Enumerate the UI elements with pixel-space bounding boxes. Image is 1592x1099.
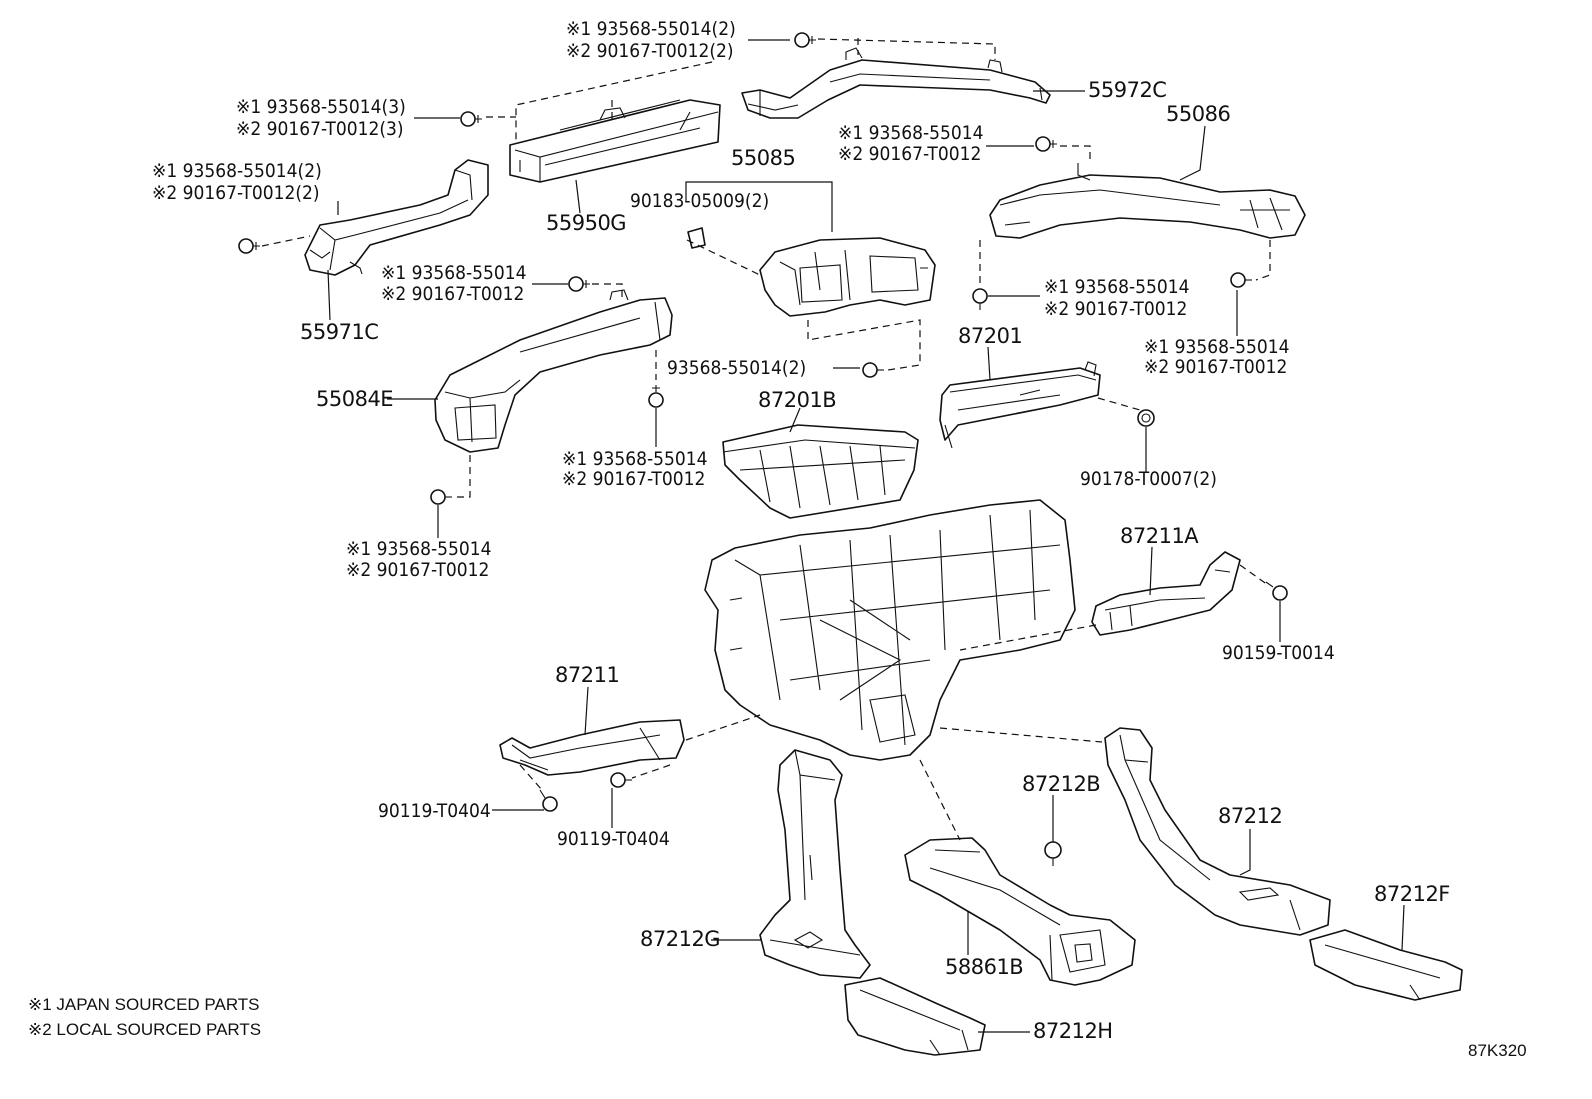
label-87211a: 87211A bbox=[1120, 524, 1199, 548]
diagram-code: 87K320 bbox=[1468, 1041, 1527, 1060]
label-55972c: 55972C bbox=[1088, 78, 1167, 102]
callout-right-japan: ※1 93568-55014 bbox=[1144, 336, 1290, 358]
label-55086: 55086 bbox=[1166, 102, 1231, 126]
callout-left2-japan: ※1 93568-55014(2) bbox=[152, 160, 322, 182]
label-55084e: 55084E bbox=[316, 387, 394, 411]
callout-mid1-local: ※2 90167-T0012 bbox=[381, 283, 525, 305]
part-hvac-unit bbox=[704, 499, 1076, 761]
label-58861b: 58861B bbox=[945, 955, 1024, 979]
callout-center-local: ※2 90167-T0012 bbox=[562, 468, 706, 490]
dashed-connectors bbox=[261, 38, 1271, 841]
callout-left2-local: ※2 90167-T0012(2) bbox=[152, 182, 320, 204]
callout-center-japan: ※1 93568-55014 bbox=[562, 448, 708, 470]
label-90178: 90178-T0007(2) bbox=[1080, 468, 1217, 490]
callout-left3-japan: ※1 93568-55014(3) bbox=[236, 96, 406, 118]
part-55085 bbox=[687, 227, 936, 317]
label-87211: 87211 bbox=[555, 663, 620, 687]
label-87212g: 87212G bbox=[640, 927, 721, 951]
label-87212b: 87212B bbox=[1022, 772, 1101, 796]
leader-lines bbox=[327, 39, 1405, 1033]
label-93568-2: 93568-55014(2) bbox=[667, 357, 807, 379]
label-55971c: 55971C bbox=[300, 320, 379, 344]
label-87201: 87201 bbox=[958, 324, 1023, 348]
legend-local-sourced: ※2 LOCAL SOURCED PARTS bbox=[28, 1020, 262, 1039]
label-90183: 90183-05009(2) bbox=[630, 190, 770, 212]
callout-bottomleft-japan: ※1 93568-55014 bbox=[346, 538, 492, 560]
label-90119-left: 90119-T0404 bbox=[378, 800, 491, 822]
callout-55086-local: ※2 90167-T0012 bbox=[838, 143, 982, 165]
part-58861b bbox=[904, 837, 1136, 986]
part-55971c bbox=[304, 159, 489, 276]
part-55950g bbox=[509, 99, 721, 183]
callout-55086-japan: ※1 93568-55014 bbox=[838, 122, 984, 144]
label-90159: 90159-T0014 bbox=[1222, 642, 1335, 664]
label-55950g: 55950G bbox=[546, 211, 627, 235]
callout-right-local: ※2 90167-T0012 bbox=[1144, 356, 1288, 378]
callout-mid1-japan: ※1 93568-55014 bbox=[381, 262, 527, 284]
part-55084e bbox=[434, 289, 673, 453]
part-87212g bbox=[759, 749, 871, 979]
callout-left3-local: ※2 90167-T0012(3) bbox=[236, 118, 404, 140]
callout-55086b-local: ※2 90167-T0012 bbox=[1044, 298, 1188, 320]
fasteners bbox=[238, 32, 1288, 866]
part-55086 bbox=[989, 163, 1306, 239]
callout-top-local: ※2 90167-T0012(2) bbox=[566, 40, 734, 62]
part-87201b bbox=[722, 424, 919, 519]
label-90119-right: 90119-T0404 bbox=[557, 828, 670, 850]
callout-55086b-japan: ※1 93568-55014 bbox=[1044, 276, 1190, 298]
legend-japan-sourced: ※1 JAPAN SOURCED PARTS bbox=[28, 995, 260, 1014]
part-87211a bbox=[1091, 551, 1241, 636]
label-87212h: 87212H bbox=[1033, 1019, 1113, 1043]
part-87212 bbox=[1104, 727, 1331, 936]
label-87201b: 87201B bbox=[758, 388, 837, 412]
label-55085: 55085 bbox=[731, 146, 796, 170]
part-87212h bbox=[844, 977, 986, 1056]
part-55972c bbox=[741, 47, 1051, 119]
label-87212f: 87212F bbox=[1374, 882, 1450, 906]
callout-top-japan: ※1 93568-55014(2) bbox=[566, 18, 736, 40]
callout-bottomleft-local: ※2 90167-T0012 bbox=[346, 559, 490, 581]
label-87212: 87212 bbox=[1218, 804, 1283, 828]
part-87212f bbox=[1309, 929, 1463, 1001]
part-87211 bbox=[499, 719, 685, 776]
part-87201 bbox=[939, 361, 1101, 449]
